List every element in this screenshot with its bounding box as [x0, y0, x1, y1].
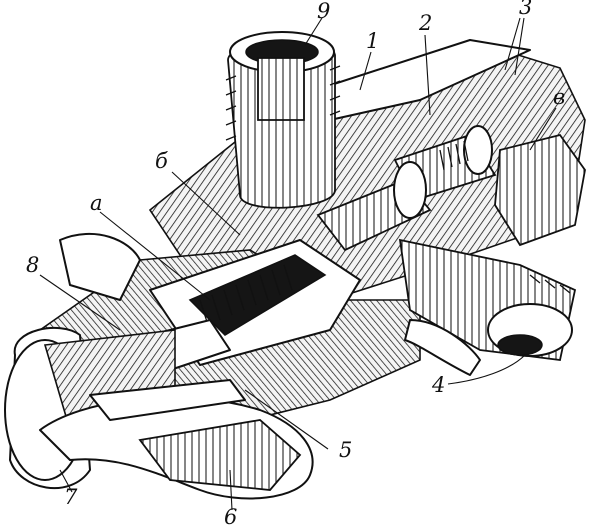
spindle	[316, 125, 497, 252]
callout-label-1: 1	[366, 29, 379, 53]
callout-label-5: 5	[339, 438, 352, 462]
callout-label-8: 8	[26, 253, 39, 277]
callout-label-4: 4	[431, 373, 445, 397]
callout-label-a: а	[90, 191, 103, 215]
callout-label-2: 2	[418, 11, 432, 35]
callout-label-7: 7	[64, 485, 78, 509]
leader-lines	[39, 17, 557, 511]
callout-label-b: б	[155, 149, 168, 173]
callout-labels: 1 2 3 в 4 5 6 7 8 9 а б	[26, 0, 565, 529]
handle	[39, 379, 314, 500]
outlet-fitting	[398, 238, 577, 376]
callout-label-v: в	[553, 85, 565, 109]
inner-mechanism	[149, 239, 361, 371]
callout-label-3: 3	[519, 0, 532, 19]
callout-label-9: 9	[317, 0, 330, 23]
callout-label-6: 6	[224, 505, 237, 529]
inlet-fitting	[225, 31, 341, 209]
